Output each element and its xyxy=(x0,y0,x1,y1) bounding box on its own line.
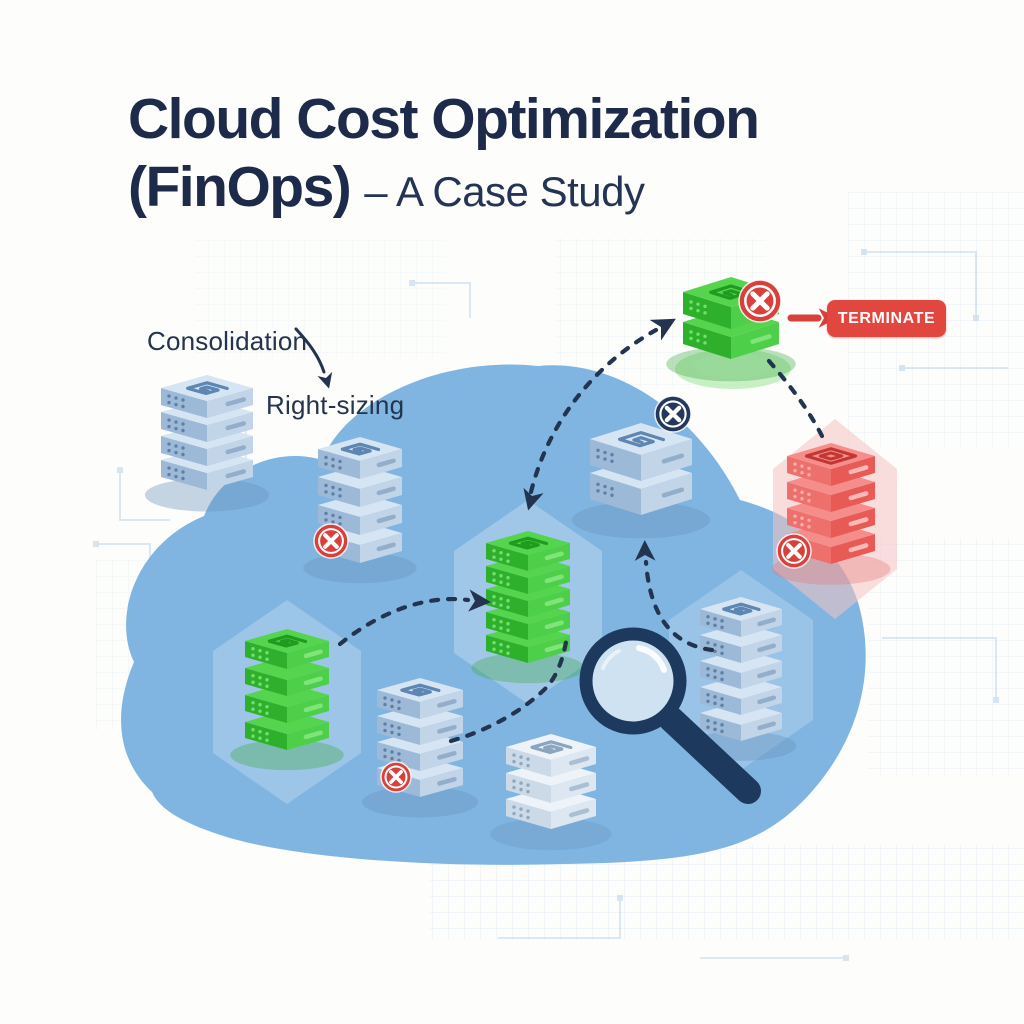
inspect-curve xyxy=(448,633,570,744)
title-finops: (FinOps) xyxy=(128,154,352,219)
terminated-red-stack-x-badge xyxy=(776,533,812,569)
consolidation-label: Consolidation xyxy=(147,326,308,356)
to-red-stack-arrow xyxy=(766,358,826,441)
flagged-gray-stack-x-badge xyxy=(380,761,412,793)
title-subtitle: – A Case Study xyxy=(364,167,645,215)
title-line1: Cloud Cost Optimization xyxy=(128,87,760,151)
flagged-idle-stack-x-badge xyxy=(654,395,692,433)
left-to-center-arrow xyxy=(337,597,471,647)
title-line2: (FinOps)– A Case Study xyxy=(128,154,758,220)
right-gray-stack xyxy=(685,597,797,761)
consolidation-label-arrow xyxy=(294,327,326,374)
flagged-idle-stack xyxy=(572,395,710,539)
terminate-target-stack xyxy=(666,277,796,382)
source-green-stack xyxy=(230,629,344,771)
right-sizing-label: Right-sizing xyxy=(266,390,405,420)
magnifying-glass-icon xyxy=(579,627,761,804)
rightsizing-stack xyxy=(303,437,417,584)
scan-up-arrow xyxy=(643,559,715,653)
flagged-gray-stack xyxy=(361,678,479,818)
terminate-button[interactable]: TERMINATE xyxy=(827,300,946,337)
consolidate-flow-arrow xyxy=(528,327,659,495)
rightsizing-stack-x-badge xyxy=(313,523,349,559)
terminated-red-stack xyxy=(771,443,891,585)
page-title: Cloud Cost Optimization (FinOps)– A Case… xyxy=(128,87,760,220)
consolidation-stack xyxy=(144,375,270,512)
terminate-target-stack-x-badge xyxy=(738,279,782,323)
bottom-gray-stack xyxy=(490,734,612,851)
